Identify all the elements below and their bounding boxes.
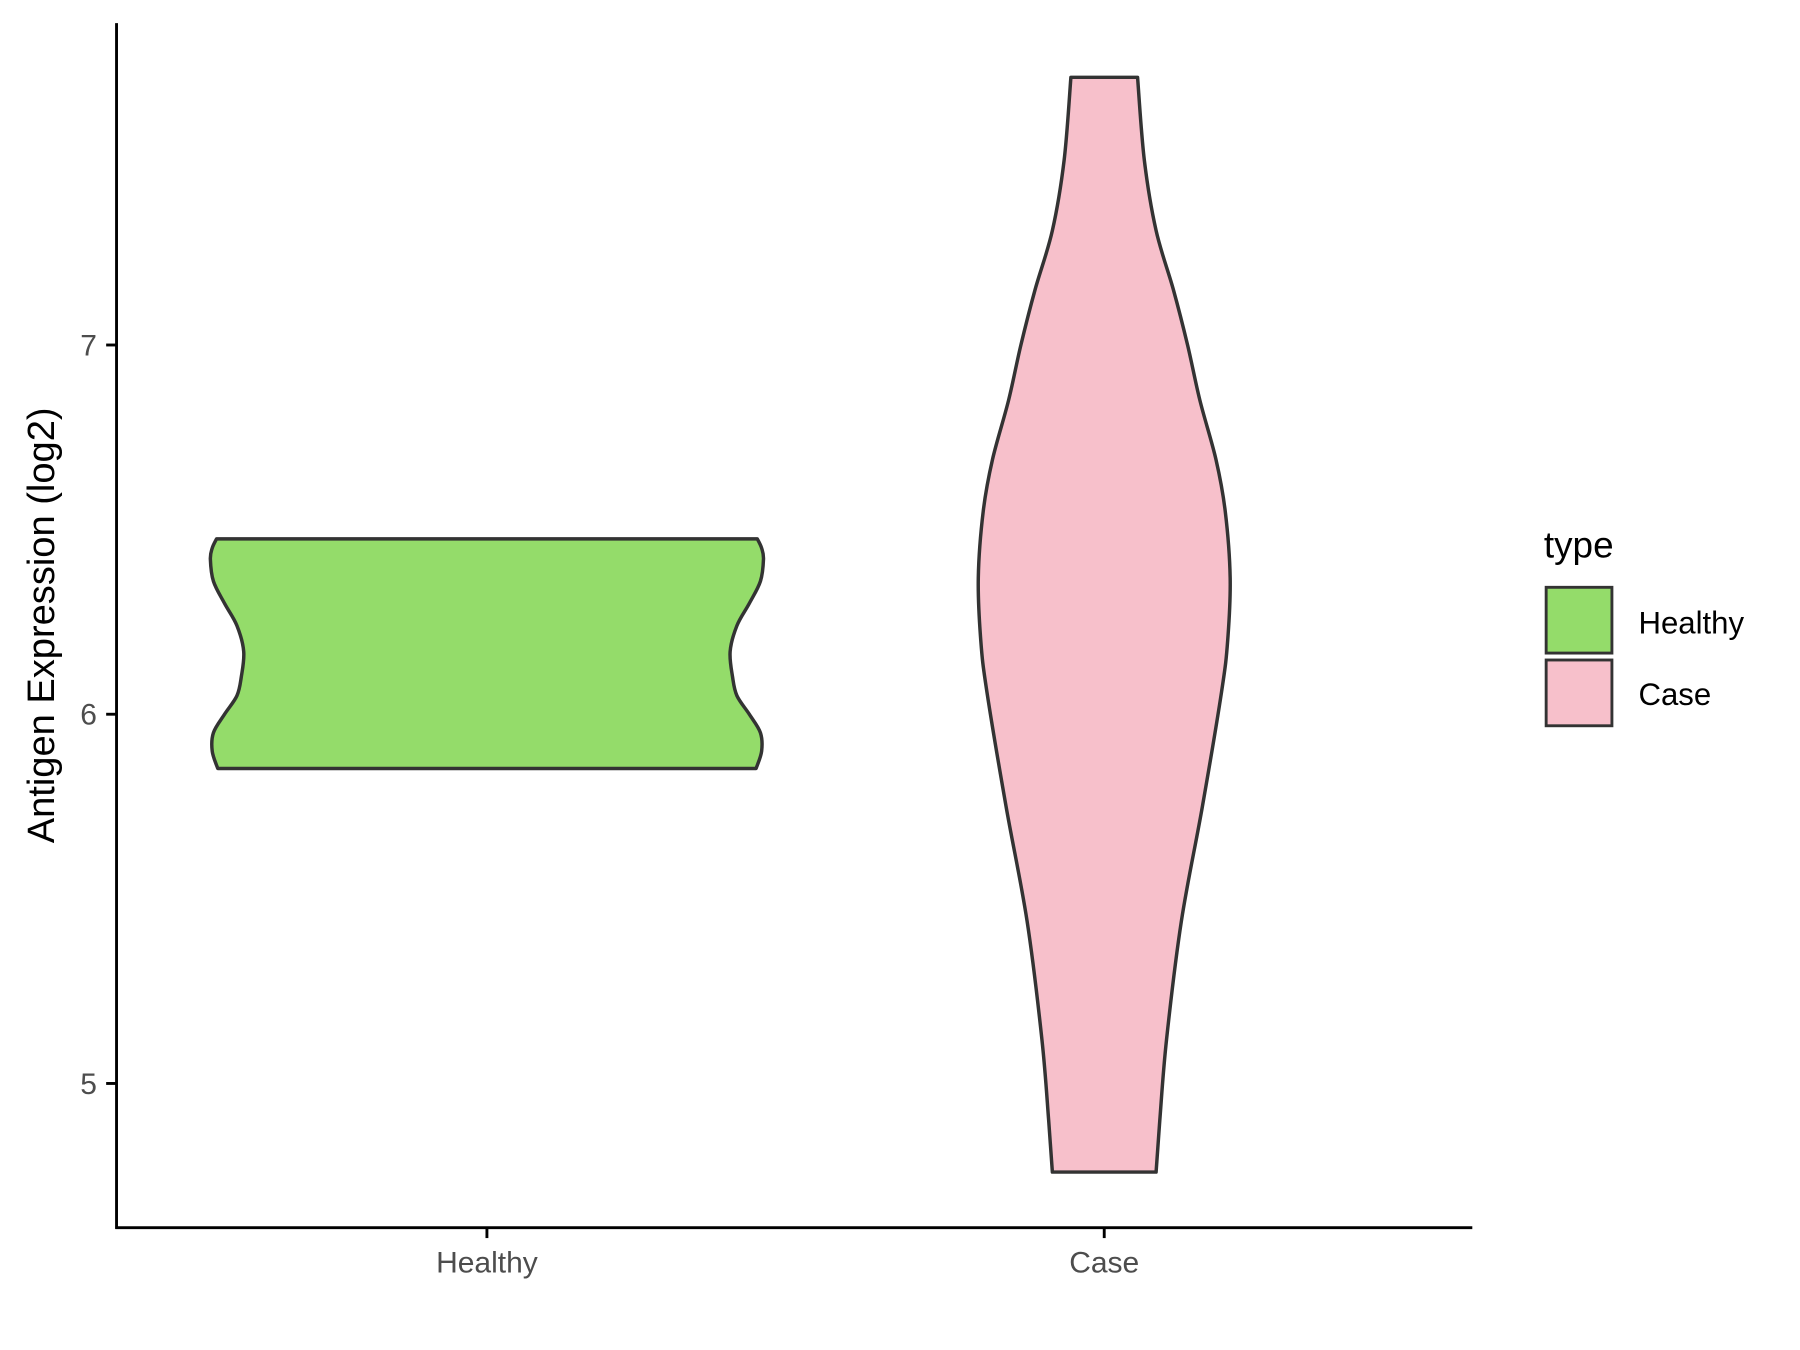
legend-title: type xyxy=(1544,524,1614,565)
y-tick-label: 5 xyxy=(80,1068,97,1101)
violin-case xyxy=(976,75,1232,1174)
legend: type Healthy Case xyxy=(1544,524,1744,728)
x-tick-label: Case xyxy=(1069,1247,1139,1280)
legend-key-case xyxy=(1544,658,1614,728)
y-tick-label: 6 xyxy=(80,699,97,732)
y-ticks: 5 6 7 xyxy=(80,329,117,1101)
y-axis-label: Antigen Expression (log2) xyxy=(21,407,63,843)
legend-key-healthy xyxy=(1544,585,1614,655)
x-ticks: Healthy Case xyxy=(436,1227,1139,1280)
x-tick-label: Healthy xyxy=(436,1247,538,1280)
violins xyxy=(208,75,1232,1174)
violin-healthy xyxy=(208,537,766,771)
legend-label-healthy: Healthy xyxy=(1638,605,1744,640)
y-tick-label: 7 xyxy=(80,329,97,362)
legend-label-case: Case xyxy=(1638,677,1711,712)
